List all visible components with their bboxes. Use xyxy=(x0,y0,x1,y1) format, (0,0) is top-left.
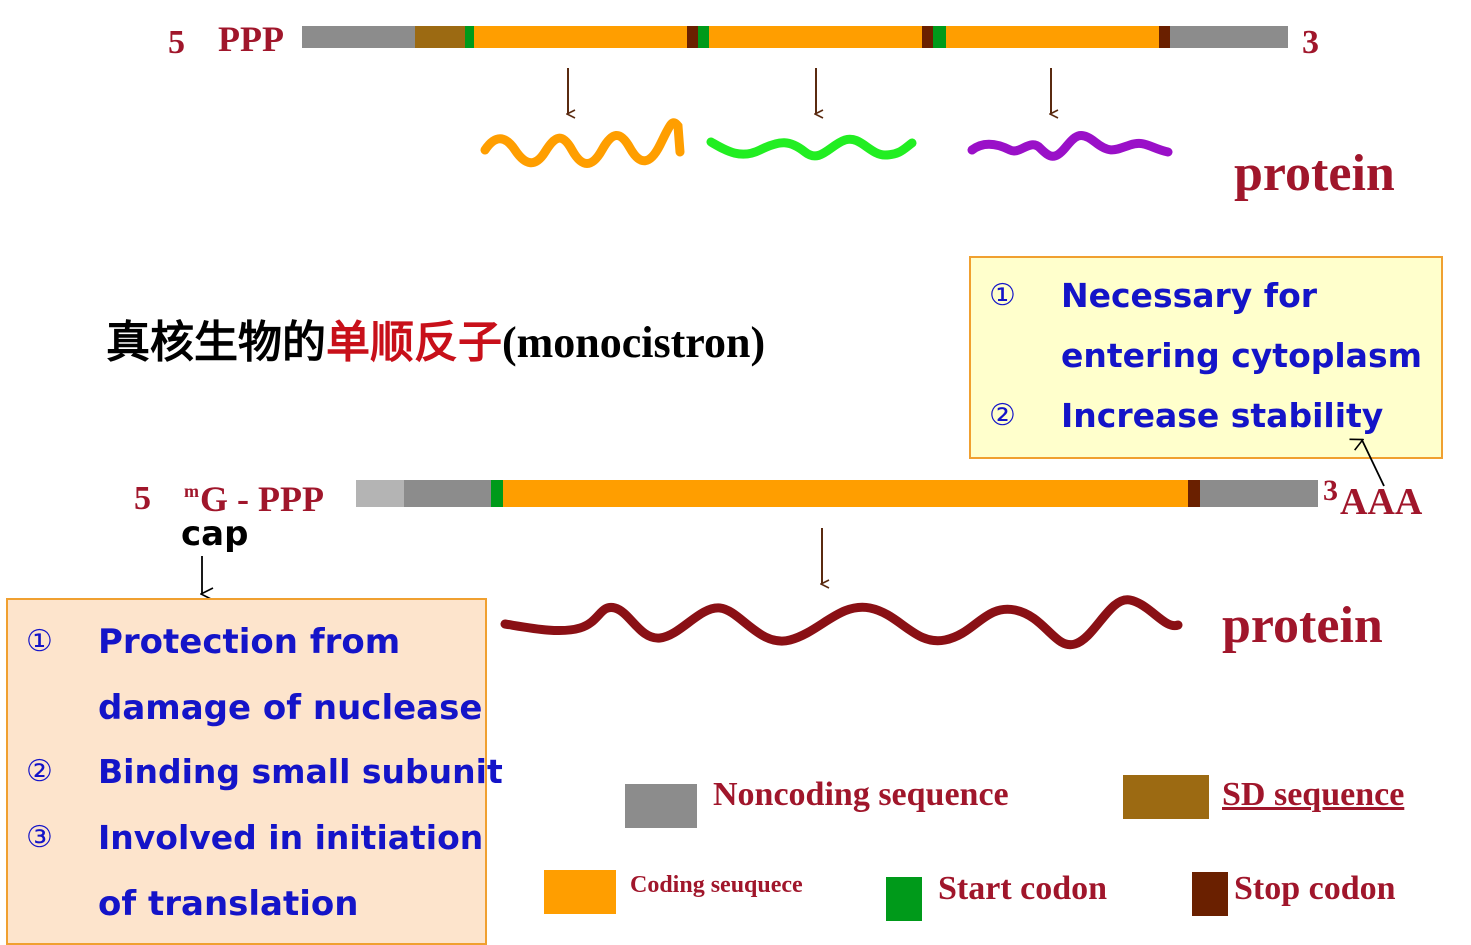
protein-wave-purple xyxy=(967,131,1173,161)
stop-codon-segment xyxy=(1159,26,1170,48)
cap-item-3-line2: of translation xyxy=(98,884,359,924)
polya-pointer-arrow xyxy=(1362,440,1385,487)
euk-mrna-bar xyxy=(356,480,1318,507)
coding-segment xyxy=(474,26,687,48)
noncoding-segment xyxy=(1170,26,1288,48)
title-monocistron: (monocistron) xyxy=(502,318,766,367)
legend-label-start: Start codon xyxy=(938,870,1108,907)
euk-five-prime-label: 5 xyxy=(134,480,151,517)
sd-segment xyxy=(415,26,465,48)
monocistron-title: 真核生物的单顺反子(monocistron) xyxy=(106,306,765,370)
stop-codon-segment xyxy=(1188,480,1200,507)
coding-segment xyxy=(709,26,922,48)
legend-label-noncoding: Noncoding sequence xyxy=(713,776,1009,813)
cap-item-1-number: ① xyxy=(26,624,53,659)
cap-item-3-line1: Involved in initiation xyxy=(98,818,484,857)
title-red-chinese: 单顺反子 xyxy=(326,318,502,367)
legend-label-coding: Coding seuquece xyxy=(630,872,803,898)
legend-label-stop: Stop codon xyxy=(1234,870,1396,907)
polya-function-box: ① Necessary for entering cytoplasm ② Inc… xyxy=(969,256,1443,459)
prok-translation-graphics xyxy=(480,68,1173,168)
noncoding-segment xyxy=(404,480,491,507)
title-black-chinese: 真核生物的 xyxy=(106,318,326,367)
start-codon-segment xyxy=(698,26,709,48)
polya-tail-label: AAA xyxy=(1340,481,1423,523)
polya-item-1-line2: entering cytoplasm xyxy=(1061,336,1422,375)
legend-swatch-start xyxy=(886,877,922,921)
euk-gppp-label: G - PPP xyxy=(200,479,324,519)
prok-mrna-bar xyxy=(302,26,1288,48)
legend-swatch-coding xyxy=(544,870,616,914)
cap-item-2-line1: Binding small subunit xyxy=(98,752,503,791)
polya-item-1-number: ① xyxy=(989,278,1016,313)
cap-region-segment xyxy=(356,480,404,507)
legend-swatch-noncoding xyxy=(625,784,697,828)
legend-swatch-sd xyxy=(1123,775,1209,819)
cap-item-1-line2: damage of nuclease xyxy=(98,688,483,728)
prok-five-prime-label: 5 xyxy=(168,24,185,61)
stop-codon-segment xyxy=(687,26,698,48)
cap-item-2-number: ② xyxy=(26,754,53,789)
prok-ppp-label: PPP xyxy=(218,19,284,59)
start-codon-segment xyxy=(465,26,474,48)
polya-item-2-number: ② xyxy=(989,398,1016,433)
noncoding-segment xyxy=(302,26,415,48)
cap-label: cap xyxy=(181,514,249,554)
euk-protein-label: protein xyxy=(1222,597,1383,654)
protein-wave-orange xyxy=(480,118,685,168)
euk-m-superscript: m xyxy=(184,481,199,501)
polya-item-2-line1: Increase stability xyxy=(1061,396,1384,435)
protein-wave-green xyxy=(706,134,917,161)
cap-item-3-number: ③ xyxy=(26,820,53,855)
prok-protein-label: protein xyxy=(1234,145,1395,202)
start-codon-segment xyxy=(933,26,946,48)
start-codon-segment xyxy=(491,480,503,507)
legend-swatch-stop xyxy=(1192,872,1228,916)
prok-three-prime-label: 3 xyxy=(1302,24,1319,61)
legend-label-sd: SD sequence xyxy=(1222,776,1405,813)
euk-three-prime-label: 3 xyxy=(1323,474,1338,507)
stop-codon-segment xyxy=(922,26,933,48)
coding-segment xyxy=(503,480,1188,507)
cap-function-box: ① Protection from damage of nuclease ② B… xyxy=(6,598,503,945)
protein-wave-dark-red xyxy=(500,595,1183,650)
coding-segment xyxy=(946,26,1159,48)
euk-translation-graphics xyxy=(0,420,1385,650)
polya-item-1-line1: Necessary for xyxy=(1061,276,1318,315)
noncoding-segment xyxy=(1200,480,1318,507)
cap-item-1-line1: Protection from xyxy=(98,622,401,662)
